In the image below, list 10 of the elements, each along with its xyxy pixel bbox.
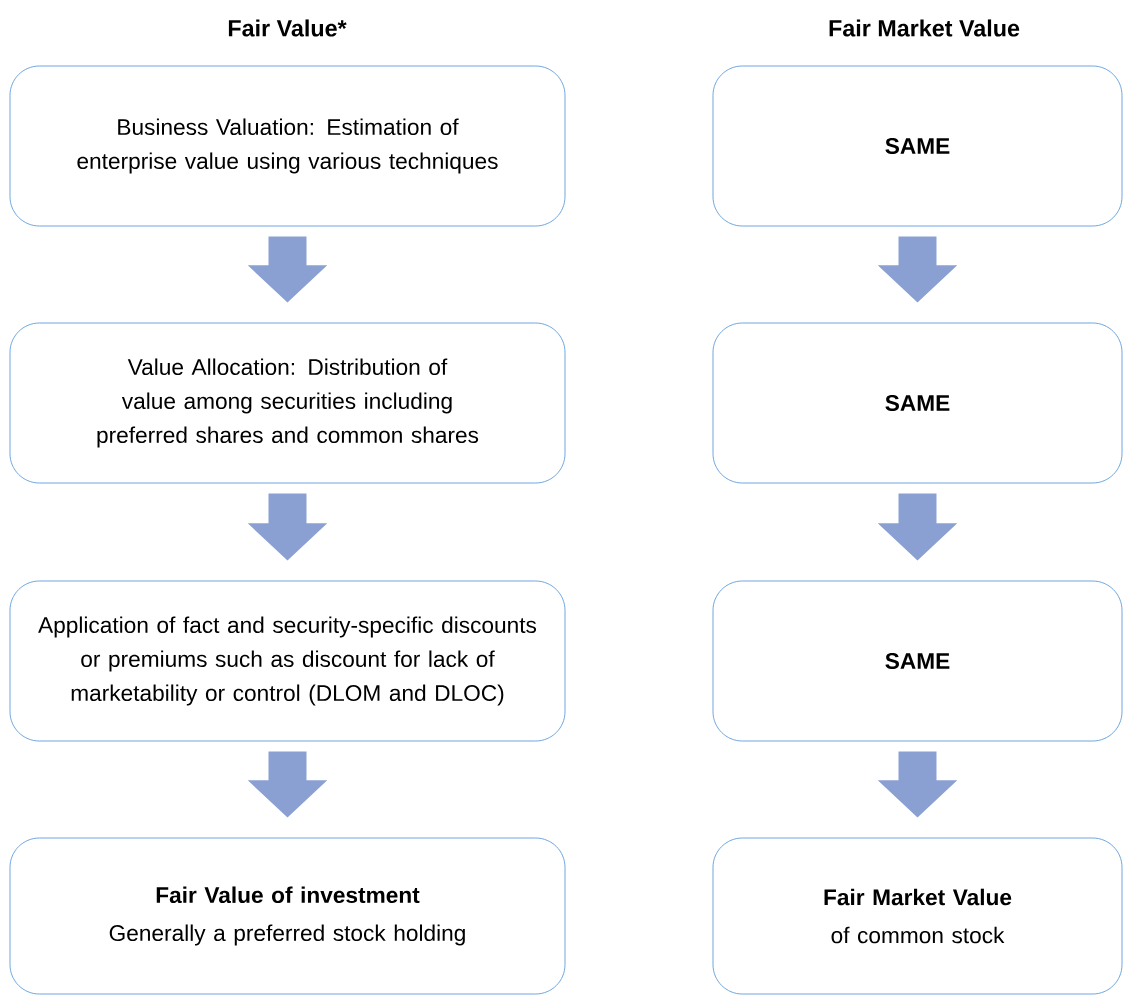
process-box: Application of fact and security-specific discounts or premiums such as discount for lack of marketability or control (DLOM and DLOC) <box>9 580 566 742</box>
process-box: SAME <box>712 65 1123 227</box>
process-box: Value Allocation: Distribution of value among securities including preferred shares and common shares <box>9 322 566 484</box>
process-box: SAME <box>712 580 1123 742</box>
process-box: Business Valuation: Estimation of enterprise value using various techniques <box>9 65 566 227</box>
process-box: Fair Value of investment Generally a preferred stock holding <box>9 837 566 995</box>
process-box: SAME <box>712 322 1123 484</box>
column-heading: Fair Value* <box>228 19 347 37</box>
column-heading: Fair Market Value <box>829 19 1020 37</box>
process-box: Fair Market Value of common stock <box>712 837 1123 995</box>
